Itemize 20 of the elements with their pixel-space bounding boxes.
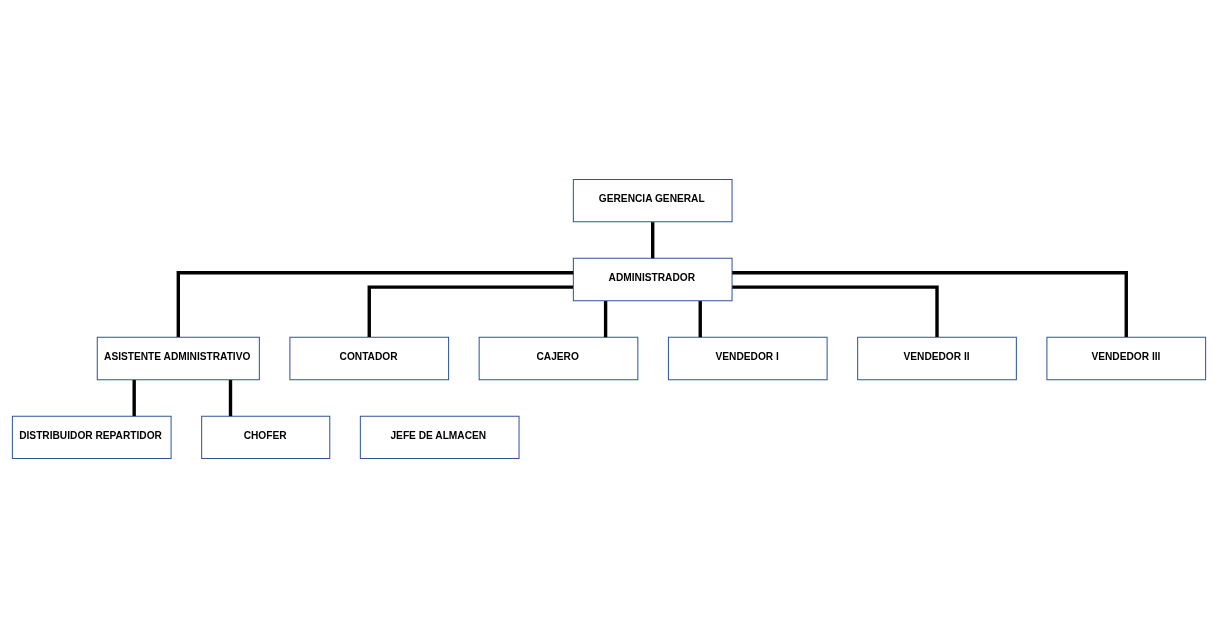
node-box: VENDEDOR I <box>667 336 828 380</box>
connector <box>132 379 136 416</box>
node-box: GERENCIA GENERAL <box>572 178 733 222</box>
node-box: VENDEDOR III <box>1046 336 1207 380</box>
node-box: CAJERO <box>478 336 639 380</box>
node-box: ASISTENTE ADMINISTRATIVO <box>96 336 260 380</box>
node-box: ADMINISTRADOR <box>572 257 733 301</box>
connector <box>732 270 1128 337</box>
node-box: DISTRIBUIDOR REPARTIDOR <box>11 415 172 459</box>
node-box: JEFE DE ALMACEN <box>359 415 520 459</box>
connector <box>651 221 655 258</box>
node-box: CONTADOR <box>289 336 450 380</box>
connector <box>367 285 573 337</box>
connector <box>228 379 233 416</box>
connector <box>176 270 574 337</box>
node-box: VENDEDOR II <box>857 336 1017 380</box>
connector <box>698 300 702 337</box>
connector <box>732 285 939 337</box>
node-box: CHOFER <box>201 415 331 459</box>
connector <box>603 300 608 337</box>
